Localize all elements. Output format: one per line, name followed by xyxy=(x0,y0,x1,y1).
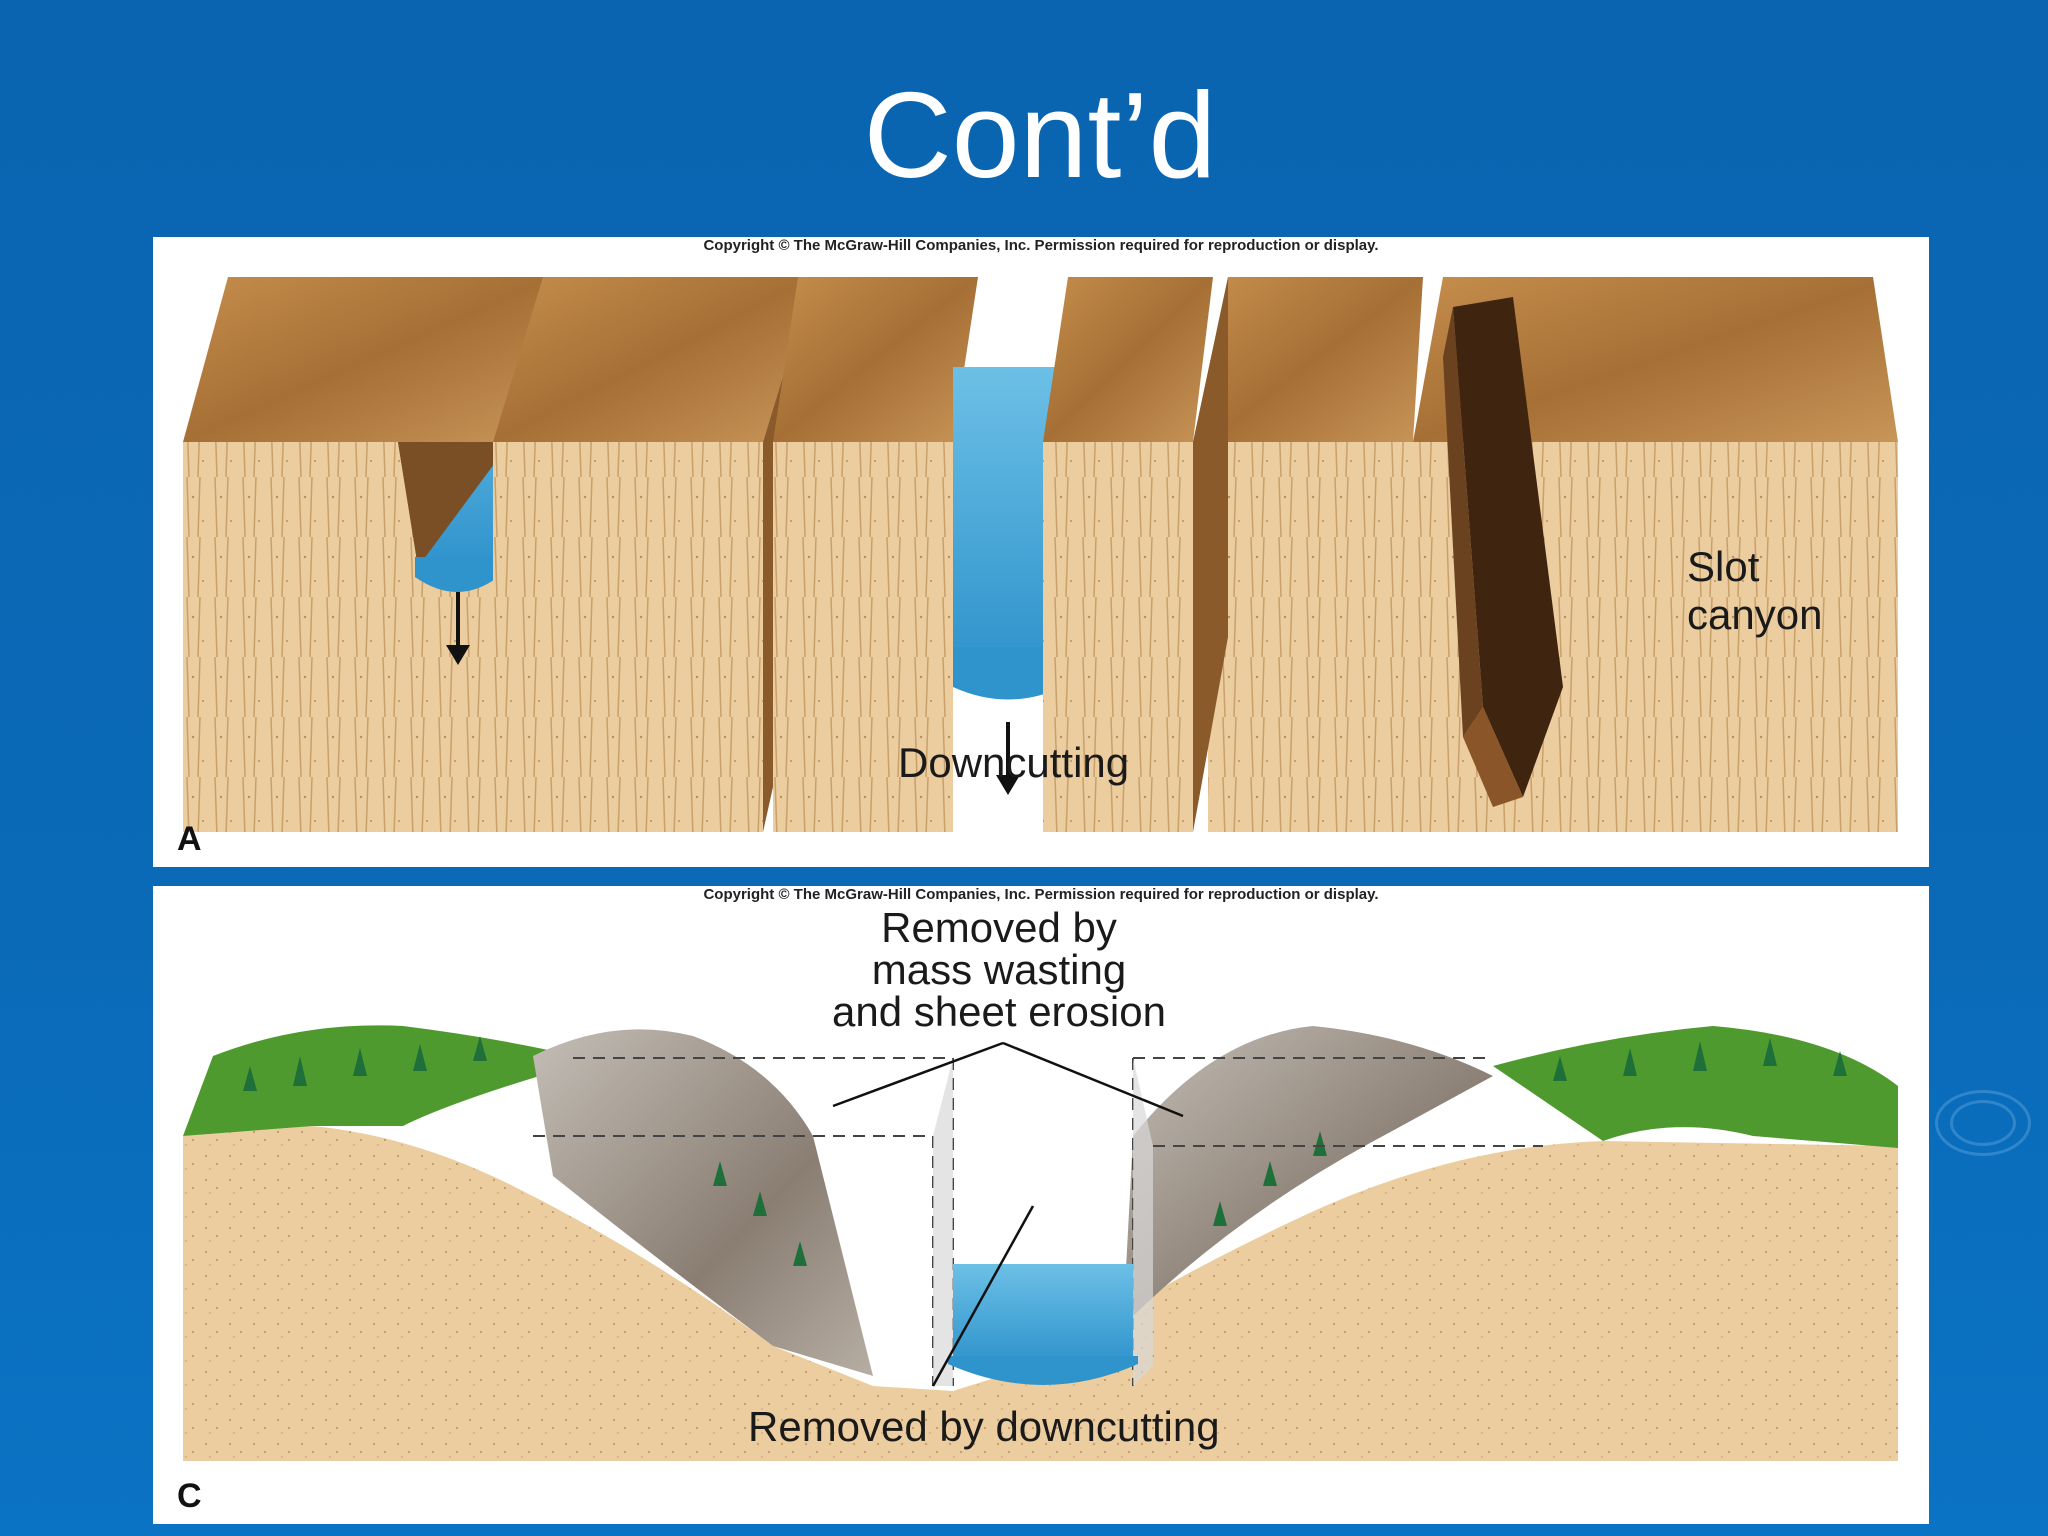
rock-block-2 xyxy=(493,277,813,832)
decorative-ring xyxy=(1935,1090,2031,1156)
trees xyxy=(243,1036,1847,1266)
figure-panel-a: Copyright © The McGraw-Hill Companies, I… xyxy=(153,237,1929,867)
decorative-ring xyxy=(1950,1100,2016,1146)
copyright-notice: Copyright © The McGraw-Hill Companies, I… xyxy=(703,237,1379,254)
mass-wasting-label-line2: mass wasting xyxy=(871,946,1127,993)
figure-panel-c: Copyright © The McGraw-Hill Companies, I… xyxy=(153,886,1929,1524)
mass-wasting-label-line1: Removed by xyxy=(881,904,1117,951)
canyon-label: canyon xyxy=(1687,591,1823,638)
rock-block-6 xyxy=(1413,277,1898,832)
downcutting-label: Downcutting xyxy=(898,739,1130,786)
copyright-notice: Copyright © The McGraw-Hill Companies, I… xyxy=(703,886,1379,903)
mass-wasting-label-line3: and sheet erosion xyxy=(832,988,1166,1035)
slot-label: Slot xyxy=(1687,543,1760,590)
rock-block-1 xyxy=(183,277,583,832)
slide-title: Cont’d xyxy=(863,67,1217,203)
removed-by-downcutting-label: Removed by downcutting xyxy=(748,1403,1220,1450)
leader-lines xyxy=(832,1041,1184,1387)
rock-block-3 xyxy=(773,277,978,832)
rock-block-5 xyxy=(1193,277,1423,832)
panel-letter-c: C xyxy=(177,1477,202,1515)
rock-block-4 xyxy=(1043,277,1213,832)
slot-canyon-illustration xyxy=(183,277,1898,832)
panel-letter-a: A xyxy=(177,820,202,858)
valley-widening-illustration xyxy=(183,1025,1898,1461)
downcutting-arrow-1 xyxy=(446,592,470,665)
downcutting-arrow-2 xyxy=(996,722,1020,795)
